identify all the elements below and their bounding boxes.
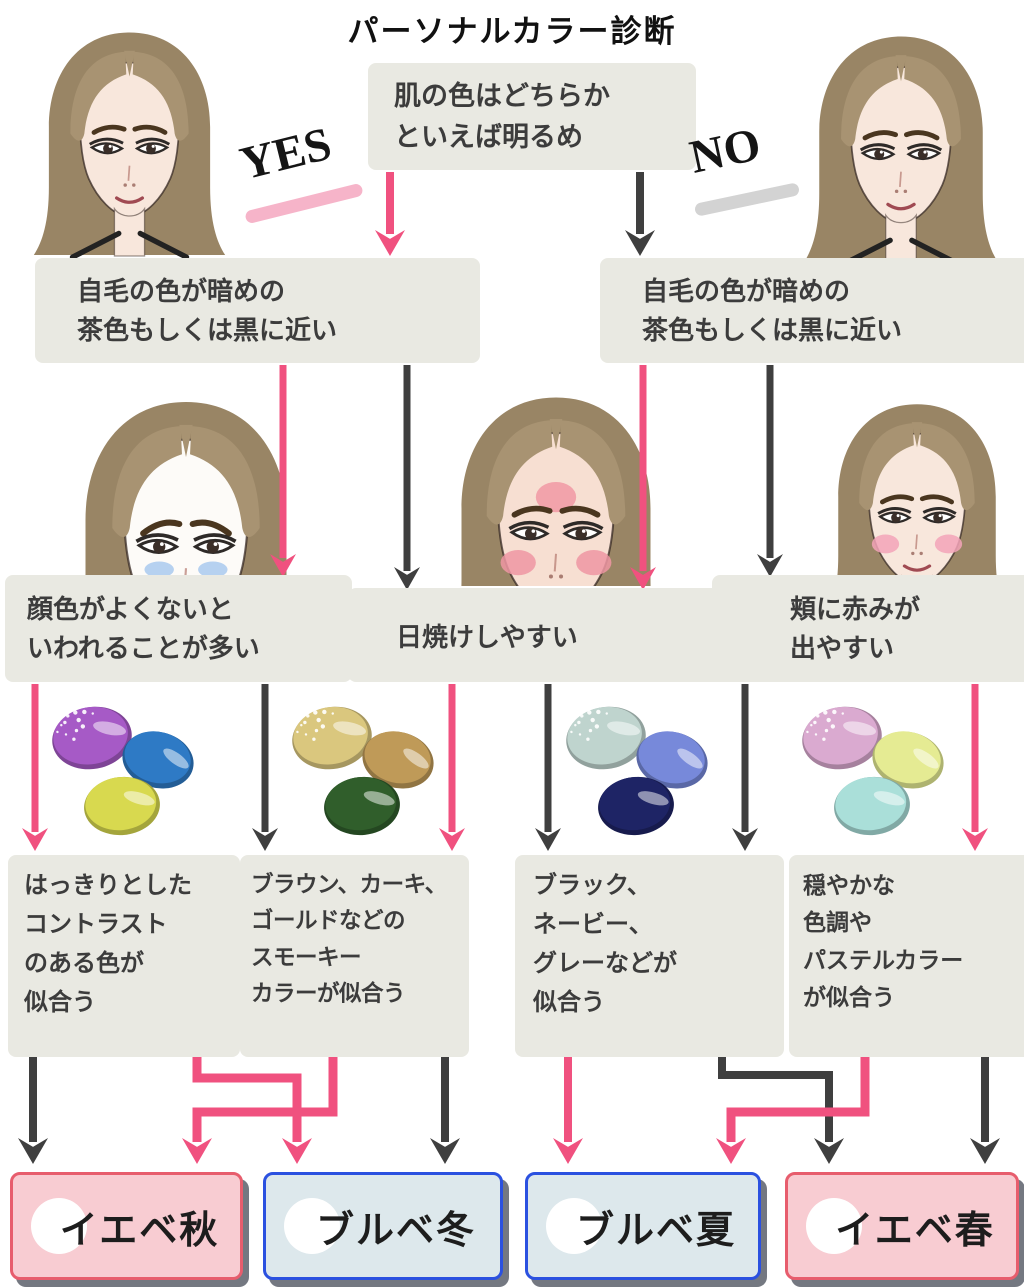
result-circle [806, 1198, 862, 1254]
swatch-group-smoky-earth [288, 700, 438, 845]
no-label: NO [685, 118, 766, 184]
no-highlight-stroke [693, 182, 801, 217]
face-illustration-pale-complexion [52, 394, 320, 580]
question-box-skin-brightness: 肌の色はどちらかといえば明るめ [368, 63, 696, 170]
face-illustration-normal-right [792, 30, 1010, 262]
face-illustration-blush-cheeks [812, 398, 1022, 578]
swatch-group-vivid-contrast [48, 700, 198, 845]
face-illustration-sunburn [430, 390, 682, 586]
result-label: イエベ秋 [59, 1209, 220, 1252]
question-box-complexion: 顔色がよくないといわれることが多い [5, 575, 352, 682]
description-box-contrast-colors: はっきりとしたコントラストのある色が似合う [8, 855, 240, 1057]
result-circle [284, 1198, 340, 1254]
swatch-group-dark-cool [562, 700, 712, 845]
description-box-smoky-colors: ブラウン、カーキ、ゴールドなどのスモーキーカラーが似合う [240, 855, 469, 1057]
question-box-cheek-redness: 頬に赤みが出やすい [712, 575, 1024, 682]
result-label: ブルベ夏 [575, 1209, 736, 1252]
result-circle [546, 1198, 602, 1254]
face-illustration-normal-left [22, 26, 237, 262]
yes-highlight-stroke [244, 182, 364, 225]
result-box-blue-base-winter: ブルベ冬 [263, 1172, 503, 1280]
result-label: ブルベ冬 [315, 1209, 476, 1252]
page-title: パーソナルカラー診断 [347, 14, 677, 49]
result-box-blue-base-summer: ブルベ夏 [525, 1172, 761, 1280]
result-box-yellow-base-spring: イエベ春 [785, 1172, 1019, 1280]
question-box-hair-color-right: 自毛の色が暗めの茶色もしくは黒に近い [600, 258, 1024, 363]
description-box-dark-colors: ブラック、ネービー、グレーなどが似合う [515, 855, 784, 1057]
result-box-yellow-base-autumn: イエベ秋 [10, 1172, 243, 1280]
swatch-group-pastel [798, 700, 948, 845]
description-box-pastel-colors: 穏やかな色調やパステルカラーが似合う [789, 855, 1024, 1057]
result-label: イエベ春 [835, 1209, 995, 1252]
yes-label: YES [235, 117, 337, 191]
question-box-hair-color-left: 自毛の色が暗めの茶色もしくは黒に近い [35, 258, 480, 363]
result-circle [31, 1198, 87, 1254]
